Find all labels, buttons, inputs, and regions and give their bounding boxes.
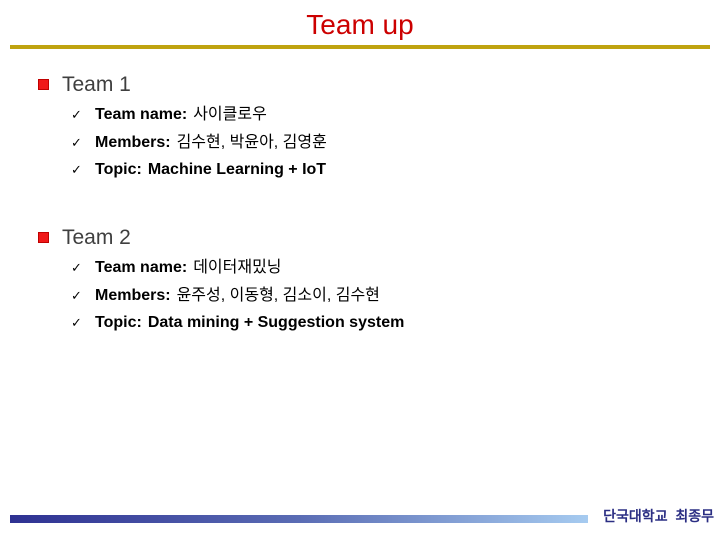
item-value: Machine Learning + IoT [147, 161, 327, 178]
check-icon: ✓ [71, 135, 82, 150]
item-value: 김수현, 박윤아, 김영훈 [176, 134, 327, 151]
item-label: Members: [95, 134, 171, 151]
check-icon: ✓ [71, 315, 82, 330]
item-label: Topic: [95, 314, 142, 331]
list-item-team2-members: ✓ Members: 윤주성, 이동형, 김소이, 김수현 [71, 285, 380, 307]
list-item-team2-name: ✓ Team name: 데이터재밌닝 [71, 257, 282, 279]
square-bullet-icon [38, 232, 49, 243]
check-icon: ✓ [71, 107, 82, 122]
square-bullet-icon [38, 79, 49, 90]
item-value: 데이터재밌닝 [193, 259, 282, 276]
section-heading-team-1: Team 1 [38, 72, 131, 97]
footer-credit: 단국대학교 최종무 [603, 508, 714, 524]
section-heading-label: Team 2 [62, 226, 131, 249]
section-heading-team-2: Team 2 [38, 225, 131, 250]
item-label: Topic: [95, 161, 142, 178]
item-label: Team name: [95, 259, 188, 276]
item-value: 윤주성, 이동형, 김소이, 김수현 [176, 287, 380, 304]
item-value: Data mining + Suggestion system [147, 314, 405, 331]
item-label: Team name: [95, 106, 188, 123]
item-label: Members: [95, 287, 171, 304]
item-value: 사이클로우 [193, 106, 267, 123]
check-icon: ✓ [71, 260, 82, 275]
check-icon: ✓ [71, 162, 82, 177]
list-item-team1-members: ✓ Members: 김수현, 박윤아, 김영훈 [71, 132, 327, 154]
list-item-team1-topic: ✓ Topic: Machine Learning + IoT [71, 159, 326, 181]
section-heading-label: Team 1 [62, 73, 131, 96]
footer-gradient-bar [10, 515, 588, 523]
list-item-team1-name: ✓ Team name: 사이클로우 [71, 104, 267, 126]
check-icon: ✓ [71, 288, 82, 303]
list-item-team2-topic: ✓ Topic: Data mining + Suggestion system [71, 312, 404, 334]
title-underline [10, 45, 710, 49]
slide-title: Team up [306, 9, 414, 40]
